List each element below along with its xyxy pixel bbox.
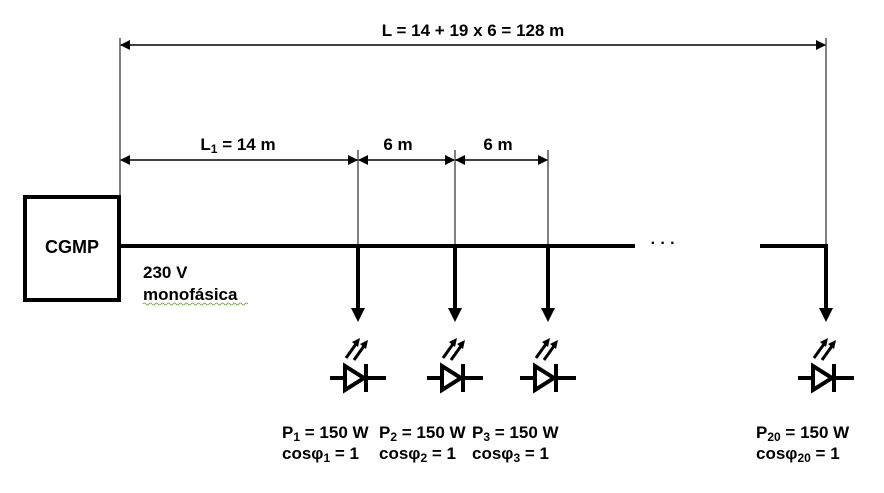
cgmp-box: [23, 195, 121, 302]
arrow-down-icon: [351, 308, 365, 322]
led-lamp-icon: [520, 338, 576, 394]
segment-1-label: L1 = 14 m: [200, 135, 275, 156]
cgmp-label: CGMP: [45, 237, 99, 257]
arrow-down-icon: [819, 308, 833, 322]
ellipsis: · · ·: [651, 235, 676, 252]
segment-2-label: 6 m: [383, 135, 412, 154]
led-lamp-icon: [427, 338, 483, 394]
arrow-down-icon: [448, 308, 462, 322]
load-power-factor-label: cosφ20 = 1: [756, 444, 840, 465]
load-power-factor-label: cosφ2 = 1: [379, 444, 456, 465]
spellcheck-underline: [142, 302, 249, 306]
led-lamp-icon: [330, 338, 386, 394]
segment-3-label: 6 m: [483, 135, 512, 154]
load-power-label: P3 = 150 W: [472, 423, 559, 444]
load-power-label: P1 = 150 W: [282, 423, 369, 444]
phase-type-label: monofásica: [143, 285, 238, 304]
extension-lines: [119, 38, 827, 246]
main-feeder-end: [760, 244, 828, 312]
led-lamp-icon: [798, 338, 854, 394]
load-power-factor-label: cosφ3 = 1: [472, 444, 549, 465]
load-power-label: P2 = 150 W: [379, 423, 466, 444]
voltage-label: 230 V: [143, 263, 188, 282]
load-power-factor-label: cosφ1 = 1: [282, 444, 359, 465]
total-length-label: L = 14 + 19 x 6 = 128 m: [382, 21, 565, 40]
load-power-label: P20 = 150 W: [756, 423, 850, 444]
arrow-down-icon: [541, 308, 555, 322]
